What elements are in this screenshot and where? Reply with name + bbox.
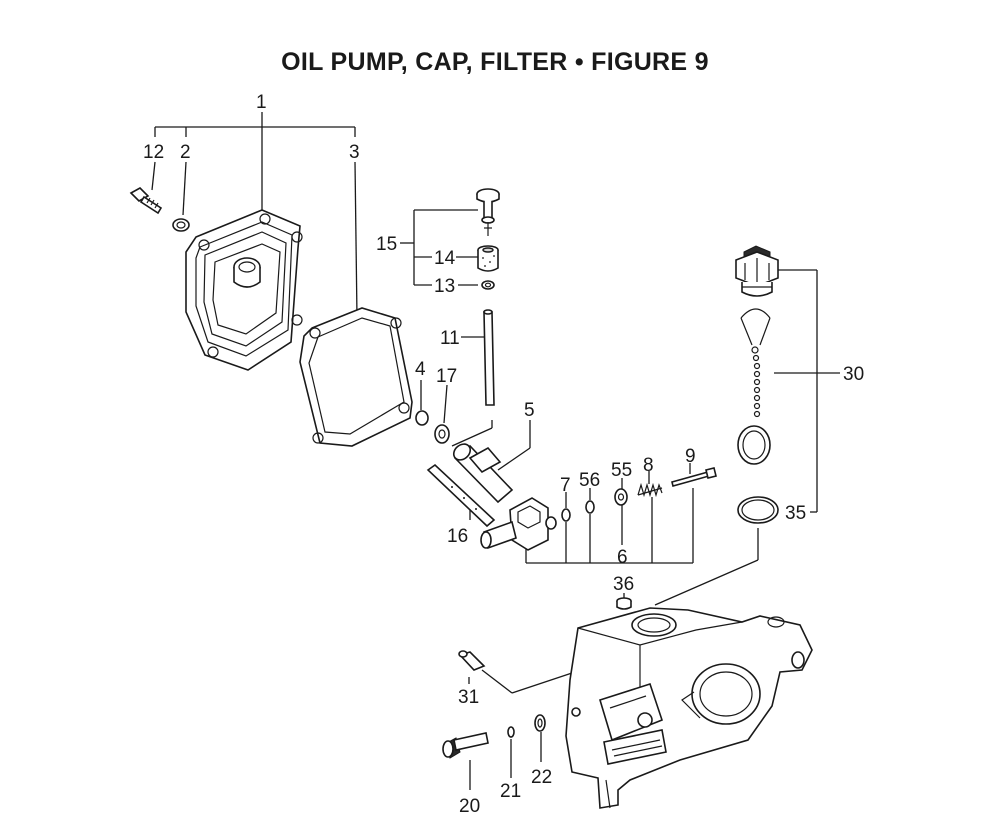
callout-31: 31 (458, 687, 479, 708)
filter-assembly-part-15 (476, 188, 500, 236)
oil-cap-part-30 (735, 245, 779, 465)
callout-30: 30 (843, 364, 864, 385)
callout-56: 56 (579, 470, 600, 491)
washer-part-13 (481, 280, 495, 290)
leader-lines (151, 112, 840, 790)
callout-21: 21 (500, 781, 521, 802)
o-ring-part-21 (507, 726, 515, 738)
callout-20: 20 (459, 796, 480, 817)
callout-4: 4 (415, 359, 426, 380)
callout-6: 6 (617, 547, 628, 568)
filter-element-part-14 (477, 245, 499, 272)
spring-part-8 (637, 482, 663, 498)
callout-7: 7 (560, 475, 571, 496)
pump-body (480, 497, 557, 551)
o-ring-part-35 (737, 496, 779, 524)
fitting-part-31 (458, 650, 486, 671)
gear-housing (565, 607, 813, 809)
callout-8: 8 (643, 455, 654, 476)
callout-12: 12 (143, 142, 164, 163)
bolt-part-12 (129, 187, 163, 215)
screw-part-20 (442, 732, 489, 759)
callout-3: 3 (349, 142, 360, 163)
o-ring-part-56 (585, 500, 595, 514)
callout-35: 35 (785, 503, 806, 524)
callout-13: 13 (434, 276, 455, 297)
callout-5: 5 (524, 400, 535, 421)
o-ring-part-7 (561, 508, 571, 522)
callout-2: 2 (180, 142, 191, 163)
callout-9: 9 (685, 446, 696, 467)
callout-14: 14 (434, 248, 456, 269)
callout-16: 16 (447, 526, 468, 547)
callout-55: 55 (611, 460, 632, 481)
callout-1: 1 (256, 92, 267, 113)
gasket-part-3 (299, 307, 413, 447)
callout-15: 15 (376, 234, 397, 255)
pump-shaft-part-5 (452, 443, 514, 504)
callout-22: 22 (531, 767, 552, 788)
pin-part-9 (671, 467, 717, 487)
callout-11: 11 (440, 328, 460, 349)
cover-part-1 (185, 209, 303, 371)
callout-36: 36 (613, 574, 634, 595)
tube-part-16 (426, 463, 496, 528)
washer-part-2 (172, 218, 190, 232)
washer-part-17 (434, 424, 450, 444)
washer-part-22 (534, 714, 546, 732)
callout-labels: 1 12 2 3 15 14 13 11 4 17 5 16 7 56 55 8… (143, 92, 864, 817)
plug-part-36 (616, 597, 632, 610)
washer-part-55 (614, 488, 628, 506)
rod-part-11 (483, 309, 495, 406)
figure-title: OIL PUMP, CAP, FILTER • FIGURE 9 (281, 48, 709, 76)
o-ring-part-4 (415, 410, 429, 426)
callout-17: 17 (436, 366, 457, 387)
